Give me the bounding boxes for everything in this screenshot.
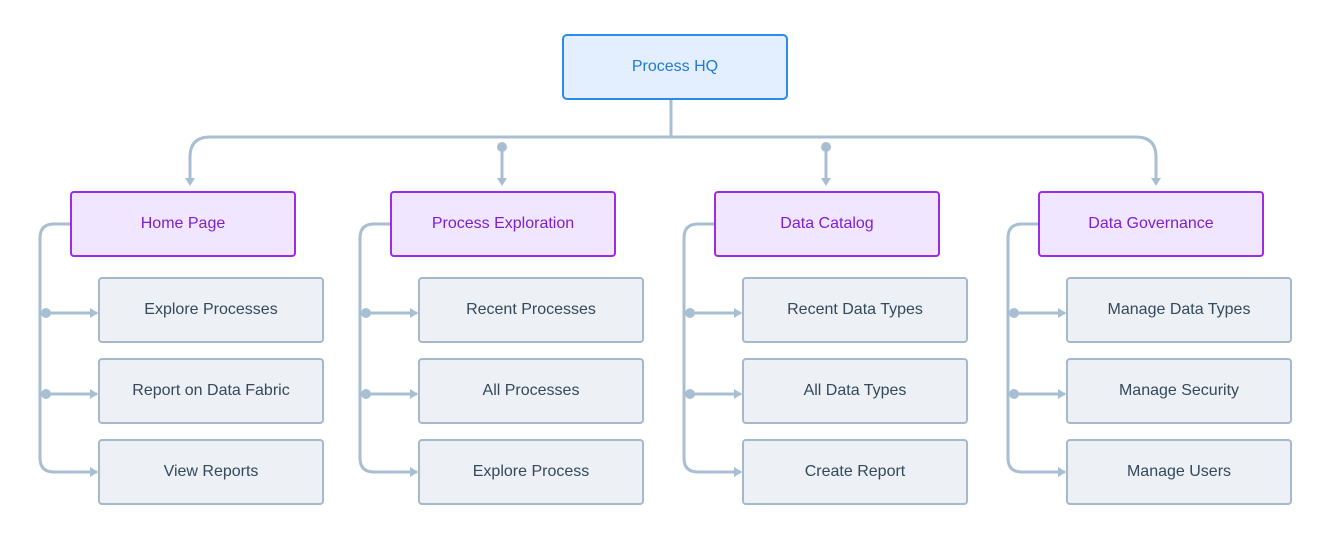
arrow-head — [185, 178, 195, 186]
root-node[interactable]: Process HQ — [562, 34, 788, 100]
leaf-explore-processes[interactable]: Explore Processes — [98, 277, 324, 343]
leaf-manage-security[interactable]: Manage Security — [1066, 358, 1292, 424]
arrow-head — [1151, 178, 1161, 186]
arrow-head — [410, 308, 418, 318]
leaf-recent-processes[interactable]: Recent Processes — [418, 277, 644, 343]
arrow-head — [1058, 308, 1066, 318]
branch-bracket — [38, 222, 98, 474]
arrow-head — [410, 467, 418, 477]
bus-line — [188, 135, 1158, 182]
arrow-head — [734, 467, 742, 477]
section-data-governance[interactable]: Data Governance — [1038, 191, 1264, 257]
arrow-head — [90, 308, 98, 318]
branch-bracket — [682, 222, 742, 474]
arrow-head — [1058, 389, 1066, 399]
arrow-head — [90, 389, 98, 399]
leaf-view-reports[interactable]: View Reports — [98, 439, 324, 505]
branch-bracket — [358, 222, 418, 474]
leaf-recent-data-types[interactable]: Recent Data Types — [742, 277, 968, 343]
arrow-head — [821, 178, 831, 186]
arrow-head — [497, 178, 507, 186]
leaf-create-report[interactable]: Create Report — [742, 439, 968, 505]
leaf-all-data-types[interactable]: All Data Types — [742, 358, 968, 424]
arrow-head — [734, 308, 742, 318]
leaf-manage-data-types[interactable]: Manage Data Types — [1066, 277, 1292, 343]
leaf-explore-process[interactable]: Explore Process — [418, 439, 644, 505]
arrow-head — [734, 389, 742, 399]
arrow-head — [90, 467, 98, 477]
arrow-head — [410, 389, 418, 399]
section-data-catalog[interactable]: Data Catalog — [714, 191, 940, 257]
section-home-page[interactable]: Home Page — [70, 191, 296, 257]
leaf-all-processes[interactable]: All Processes — [418, 358, 644, 424]
branch-bracket — [1006, 222, 1066, 474]
section-process-exploration[interactable]: Process Exploration — [390, 191, 616, 257]
leaf-report-on-data-fabric[interactable]: Report on Data Fabric — [98, 358, 324, 424]
arrow-head — [1058, 467, 1066, 477]
leaf-manage-users[interactable]: Manage Users — [1066, 439, 1292, 505]
